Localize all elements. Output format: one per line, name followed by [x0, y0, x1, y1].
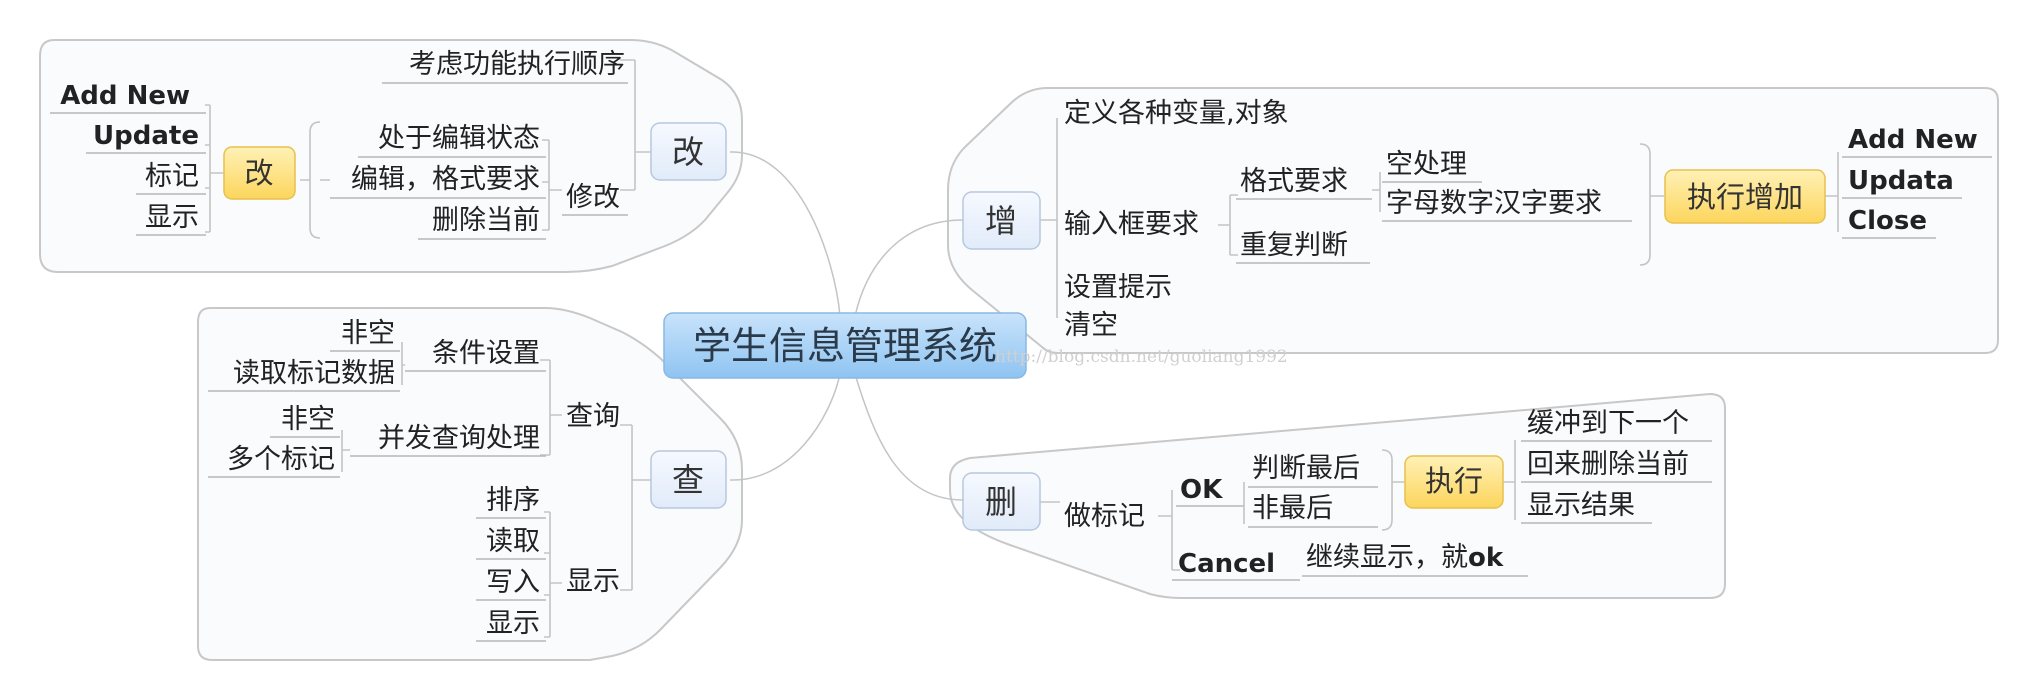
shan-exec-node[interactable]: 执行 — [1404, 455, 1504, 509]
watermark-text: http://blog.csdn.net/guoliang1992 — [995, 347, 1288, 367]
cha-display-item-1: 读取 — [486, 526, 540, 557]
cha-conc-item-1: 多个标记 — [227, 444, 335, 475]
gai-sub-node-label: 改 — [244, 156, 273, 190]
gai-button-add-new: Add New — [60, 81, 190, 111]
cha-cond-label: 条件设置 — [432, 338, 540, 369]
topic-cha[interactable]: 查 — [650, 450, 727, 509]
gai-button-display: 显示 — [145, 202, 199, 233]
zeng-char-req: 字母数字汉字要求 — [1386, 188, 1602, 219]
shan-continue-ok: ok — [1468, 543, 1504, 573]
topic-zeng[interactable]: 增 — [962, 191, 1041, 250]
brace-zeng — [1040, 118, 1058, 318]
cha-display-item-3: 显示 — [486, 608, 540, 639]
gai-button-update: Update — [93, 121, 199, 151]
brace-zeng-exec — [1639, 143, 1664, 266]
topic-gai[interactable]: 改 — [650, 122, 727, 181]
topic-shan[interactable]: 删 — [962, 472, 1041, 531]
cha-cond-item-0: 非空 — [341, 318, 395, 349]
topic-gai-label: 改 — [672, 133, 704, 171]
topic-cha-label: 查 — [672, 461, 704, 499]
brace-zeng-buttons — [1825, 152, 1839, 232]
boundary-gai — [39, 39, 743, 273]
brace-cha-query — [540, 359, 562, 456]
zeng-define-text: 定义各种变量,对象 — [1064, 98, 1289, 129]
gai-edit-item-2: 删除当前 — [432, 205, 540, 236]
topic-shan-label: 删 — [985, 483, 1017, 521]
shan-result-0: 缓冲到下一个 — [1527, 408, 1689, 439]
connector-central-zeng — [854, 219, 964, 317]
brace-gai-sub — [300, 121, 330, 239]
brace-zeng-format — [1372, 172, 1381, 212]
gai-order-text: 考虑功能执行顺序 — [409, 49, 625, 80]
zeng-exec-node[interactable]: 执行增加 — [1664, 169, 1826, 224]
central-topic[interactable]: 学生信息管理系统 — [663, 312, 1027, 379]
topic-zeng-label: 增 — [985, 202, 1017, 240]
brace-zeng-input — [1218, 194, 1238, 256]
zeng-exec-node-label: 执行增加 — [1687, 180, 1803, 214]
cha-cond-item-1: 读取标记数据 — [233, 358, 395, 389]
shan-exec-node-label: 执行 — [1425, 464, 1483, 498]
zeng-input-req-label: 输入框要求 — [1064, 209, 1199, 240]
gai-edit-item-1: 编辑，格式要求 — [351, 164, 540, 195]
brace-shan-mark — [1158, 490, 1180, 571]
shan-mark-label: 做标记 — [1064, 501, 1145, 532]
zeng-clear: 清空 — [1064, 310, 1118, 341]
brace-shan-exec — [1381, 449, 1404, 531]
connector-central-gai — [729, 151, 841, 317]
shan-continue-text: 继续显示，就ok — [1306, 542, 1504, 573]
cha-display-item-0: 排序 — [486, 485, 540, 516]
shan-continue-prefix: 继续显示，就 — [1306, 542, 1468, 573]
brace-cha — [620, 424, 651, 591]
shan-ok-label: OK — [1180, 475, 1223, 505]
gai-sub-node[interactable]: 改 — [223, 146, 296, 200]
brace-cha-conc — [341, 430, 350, 472]
zeng-button-close: Close — [1848, 206, 1927, 236]
brace-cha-cond — [401, 342, 405, 385]
cha-concurrent-label: 并发查询处理 — [378, 423, 540, 454]
shan-cancel-label: Cancel — [1178, 549, 1275, 579]
brace-gai — [620, 59, 651, 191]
brace-gai-edit — [542, 139, 562, 231]
zeng-dup-check: 重复判断 — [1240, 230, 1348, 261]
zeng-empty-handle: 空处理 — [1386, 149, 1467, 180]
zeng-format-req-label: 格式要求 — [1240, 166, 1348, 197]
shan-judge-last: 判断最后 — [1252, 453, 1360, 484]
cha-display-item-2: 写入 — [486, 567, 540, 598]
central-topic-label: 学生信息管理系统 — [693, 324, 997, 368]
cha-query-label: 查询 — [566, 401, 620, 432]
zeng-button-updata: Updata — [1848, 166, 1954, 196]
shan-not-last: 非最后 — [1252, 493, 1333, 524]
brace-cha-display — [544, 511, 562, 638]
brace-gai-buttons — [205, 104, 224, 233]
gai-edit-item-0: 处于编辑状态 — [378, 123, 540, 154]
connector-central-shan — [854, 373, 964, 501]
shan-result-2: 显示结果 — [1527, 490, 1635, 521]
cha-display-label: 显示 — [566, 566, 620, 597]
zeng-set-hint: 设置提示 — [1064, 272, 1172, 303]
brace-shan-results — [1503, 440, 1516, 520]
gai-button-mark: 标记 — [145, 161, 199, 192]
boundary-cha — [197, 307, 743, 661]
shan-result-1: 回来删除当前 — [1527, 449, 1689, 480]
cha-conc-item-0: 非空 — [281, 404, 335, 435]
gai-modify-label: 修改 — [566, 182, 620, 213]
boundary-shan — [949, 392, 1726, 599]
connector-central-cha — [729, 373, 841, 481]
zeng-button-add-new: Add New — [1848, 125, 1978, 155]
